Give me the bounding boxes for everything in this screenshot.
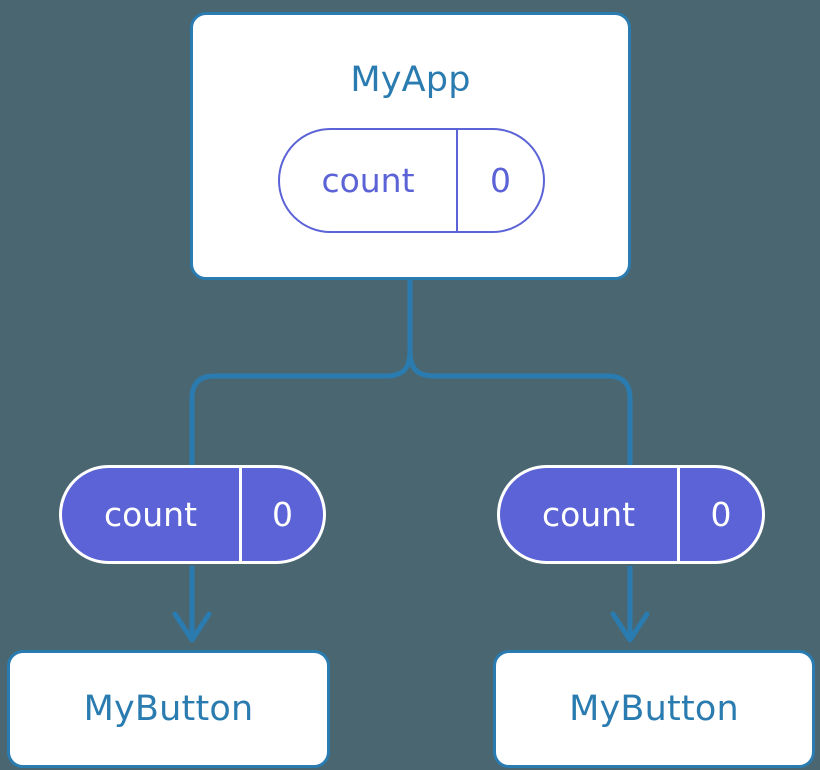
connector-branch-left [189,347,413,468]
state-pill-branch-right[interactable]: count 0 [497,465,765,564]
component-box-mybutton-left[interactable]: MyButton [7,650,330,768]
connector-branch-right [407,347,633,468]
component-box-mybutton-right[interactable]: MyButton [493,650,815,768]
component-title-myapp: MyApp [350,60,471,100]
state-pill-key: count [321,161,415,200]
state-pill-branch-left[interactable]: count 0 [59,465,326,564]
component-title-mybutton: MyButton [569,688,739,729]
state-pill-key: count [103,495,198,534]
component-title-mybutton: MyButton [83,688,254,729]
arrow-head-left-icon [172,611,212,643]
state-pill-value: 0 [239,468,323,561]
state-pill-myapp[interactable]: count 0 [278,128,545,233]
state-pill-value: 0 [456,130,543,231]
arrow-head-right-icon [610,611,650,643]
state-pill-value: 0 [677,468,762,561]
state-pill-key: count [541,495,636,534]
